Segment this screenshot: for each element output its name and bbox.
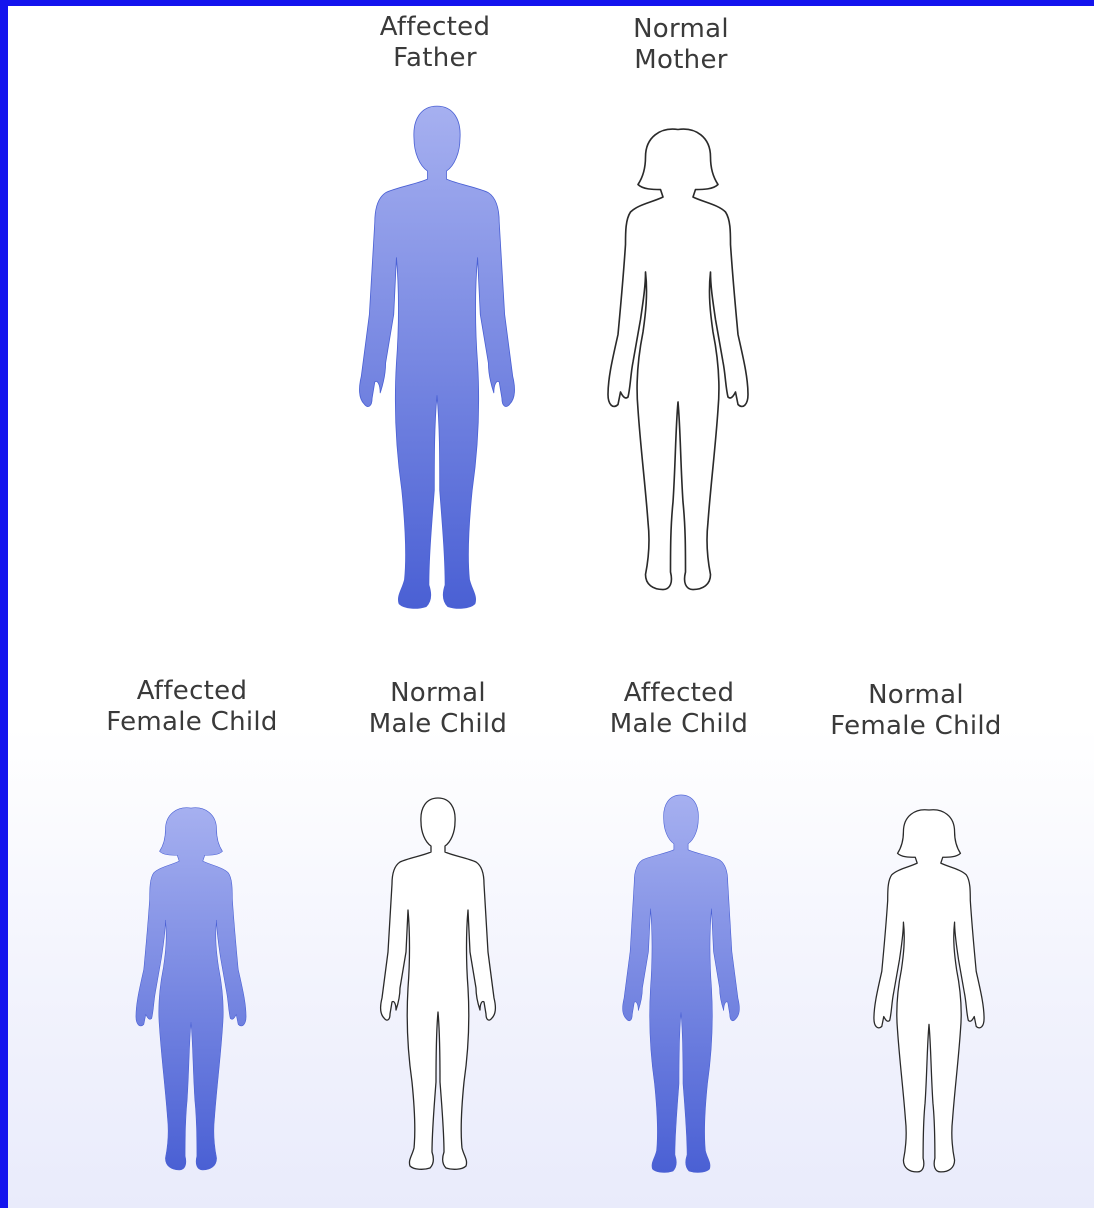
female-silhouette-normal: [603, 102, 753, 612]
label-line-relation: Female Child: [72, 707, 312, 738]
figure-label: Normal Female Child: [796, 680, 1036, 742]
label-line-relation: Father: [315, 43, 555, 74]
label-line-status: Normal: [561, 14, 801, 45]
female-silhouette-affected: [132, 782, 250, 1192]
label-line-status: Normal: [318, 678, 558, 709]
label-line-status: Affected: [559, 678, 799, 709]
label-line-status: Normal: [796, 680, 1036, 711]
figure-label: Normal Male Child: [318, 678, 558, 740]
label-line-status: Affected: [315, 12, 555, 43]
pedigree-diagram: Affected Father Normal Mother Affected F…: [8, 6, 1094, 1208]
label-line-relation: Mother: [561, 45, 801, 76]
label-line-relation: Male Child: [559, 709, 799, 740]
male-silhouette-affected: [355, 98, 519, 612]
male-silhouette-normal: [378, 772, 498, 1192]
figure-label: Affected Father: [315, 12, 555, 74]
female-silhouette-normal: [870, 786, 988, 1192]
figure-label: Affected Male Child: [559, 678, 799, 740]
label-line-status: Affected: [72, 676, 312, 707]
figure-label: Normal Mother: [561, 14, 801, 76]
label-line-relation: Female Child: [796, 711, 1036, 742]
figure-label: Affected Female Child: [72, 676, 312, 738]
male-silhouette-affected: [620, 772, 742, 1192]
label-line-relation: Male Child: [318, 709, 558, 740]
